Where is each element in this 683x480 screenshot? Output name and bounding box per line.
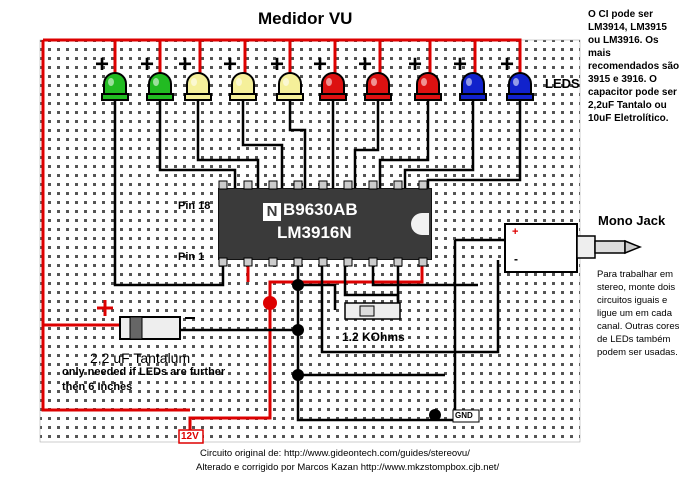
chip-pin-top <box>218 180 228 190</box>
red-power-wires <box>41 38 522 430</box>
mono-jack <box>504 223 643 273</box>
led-plus-sign: + <box>95 51 109 78</box>
chip-pin-top <box>318 180 328 190</box>
pin18-label: Pin 18 <box>178 200 211 212</box>
page-title: Medidor VU <box>258 9 353 28</box>
chip-pin-top <box>268 180 278 190</box>
led-2 <box>146 72 174 101</box>
ic-chip: N B9630AB LM3916N <box>218 188 432 260</box>
chip-notch <box>411 213 429 235</box>
led-3 <box>184 72 212 101</box>
chip-pin-bottom <box>368 257 378 267</box>
stereo-note: Para trabalhar em stereo, monte dois cir… <box>597 268 683 359</box>
jack-plus: + <box>512 226 519 238</box>
chip-part-line1: B9630AB <box>283 200 358 219</box>
chip-pin-bottom <box>343 257 353 267</box>
leds-label: LEDS <box>545 76 580 91</box>
mono-jack-label: Mono Jack <box>598 213 666 228</box>
v12-label: 12V <box>181 431 199 442</box>
led-1 <box>101 72 129 101</box>
led-plus-sign: + <box>313 51 327 78</box>
resistor <box>344 302 401 320</box>
led-plus-sign: + <box>223 51 237 78</box>
chip-pin-top <box>368 180 378 190</box>
chip-pin-top <box>243 180 253 190</box>
led-plus-sign: + <box>270 51 284 78</box>
black-signal-wires <box>113 100 522 422</box>
led-4 <box>229 72 257 101</box>
led-8 <box>414 72 442 101</box>
chip-pin-bottom <box>418 257 428 267</box>
chip-pin-bottom <box>393 257 403 267</box>
led-plus-sign: + <box>453 51 467 78</box>
capacitor-note-line1: only needed if LEDs are further <box>62 366 226 378</box>
credit-line2: Alterado e corrigido por Marcos Kazan ht… <box>196 462 500 473</box>
led-plus-sign: + <box>178 51 192 78</box>
gnd-tag <box>452 409 480 423</box>
gnd-label: GND <box>455 411 473 420</box>
chip-note: O CI pode ser LM3914, LM3915 ou LM3916. … <box>588 9 680 124</box>
capacitor-minus-sign: - <box>185 309 190 325</box>
led-9 <box>459 72 487 101</box>
junction-dots <box>263 279 441 421</box>
led-6 <box>319 72 347 101</box>
led-plus-sign: + <box>140 51 154 78</box>
chip-pin-bottom <box>218 257 228 267</box>
led-plus-sign: + <box>358 51 372 78</box>
led-10 <box>506 72 534 101</box>
chip-part-line2: LM3916N <box>277 223 352 242</box>
v12-tag <box>178 429 204 444</box>
led-7 <box>364 72 392 101</box>
led-plus-sign: + <box>408 51 422 78</box>
led-plus-sign: + <box>500 51 514 78</box>
pin1-label: Pin 1 <box>178 251 205 263</box>
chip-pin-top <box>293 180 303 190</box>
jack-minus: - <box>514 252 518 266</box>
chip-pin-bottom <box>243 257 253 267</box>
chip-pin-bottom <box>318 257 328 267</box>
chip-pin-top <box>343 180 353 190</box>
credit-line1: Circuito original de: http://www.gideont… <box>200 448 470 459</box>
capacitor-note-line2: then 6 Inches <box>62 381 133 393</box>
chip-pin-bottom <box>293 257 303 267</box>
chip-pin-top <box>418 180 428 190</box>
tantalum-capacitor <box>97 300 195 340</box>
resistor-label: 1.2 KOhms <box>342 330 405 344</box>
chip-pin-top <box>393 180 403 190</box>
led-5 <box>276 72 304 101</box>
chip-logo: N <box>263 203 281 221</box>
capacitor-label: 2,2 uF Tantalum <box>90 350 191 366</box>
chip-pin-bottom <box>268 257 278 267</box>
